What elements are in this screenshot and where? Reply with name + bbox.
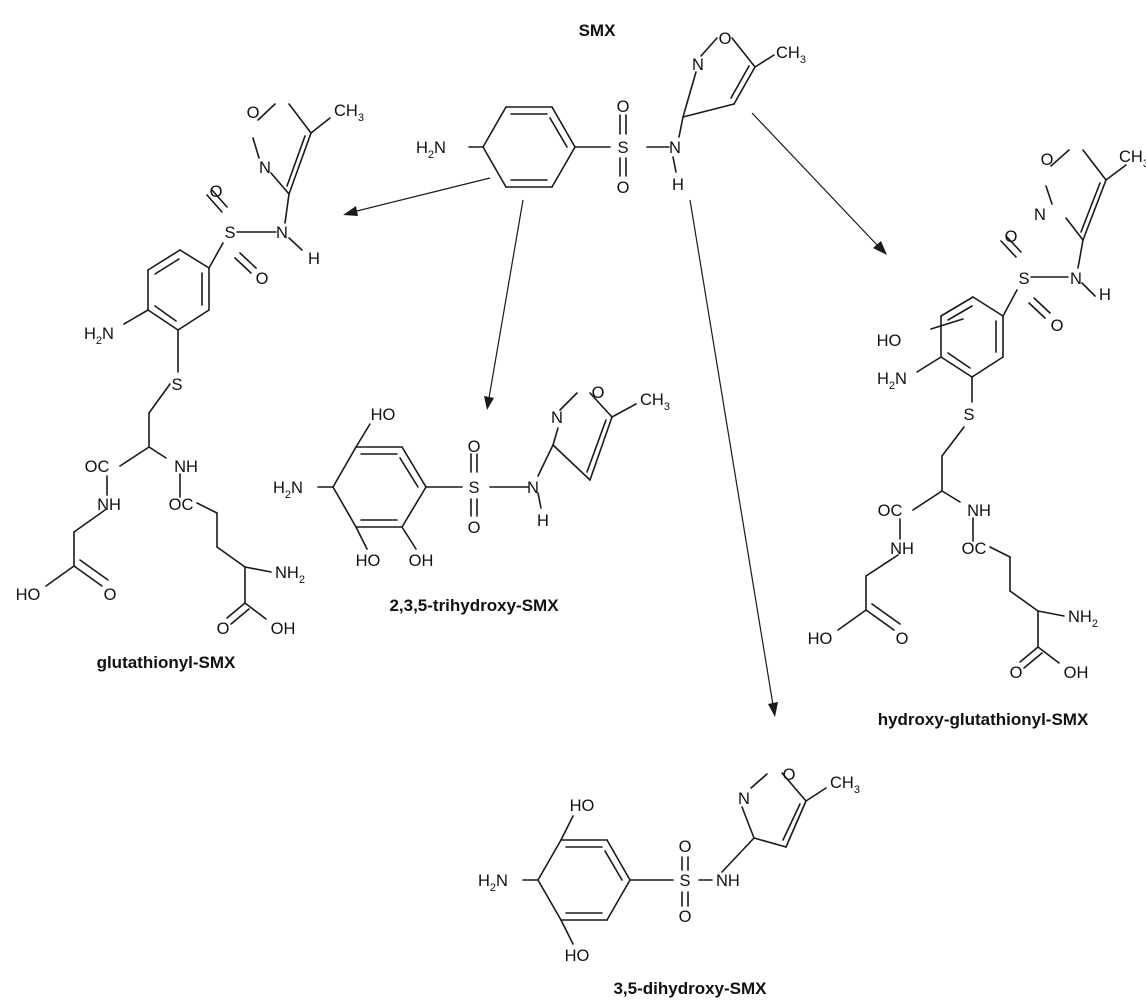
atom-o-bottom: O [617,179,630,197]
arrow-to-glutathionyl [343,177,491,216]
atom-oh: OH [1064,664,1089,682]
atom-n-amide: N [1070,270,1082,288]
atom-ho-bottom: HO [356,552,381,570]
atom-n: N [259,159,271,177]
atom-ch3: CH3 [1119,148,1146,170]
molecule-glutathionyl-smx: O N CH3 O S N H O H2N S OC NH NH OC HO O… [16,102,364,672]
atom-h2n: H2N [84,325,114,347]
atom-oc-glu: OC [169,496,194,514]
atom-ho-top: HO [371,406,396,424]
atom-o-top: O [468,438,481,456]
atom-n-amide: N [527,479,539,497]
title-trihydroxy-smx: 2,3,5-trihydroxy-SMX [389,596,559,615]
atom-o-top: O [1005,228,1018,246]
atom-o: O [592,384,605,402]
atom-h2n: H2N [877,370,907,392]
atom-o: O [719,30,732,48]
atom-nh2: NH2 [275,564,305,586]
atom-o-bottom: O [679,908,692,926]
atom-o-acid2: O [217,620,230,638]
atom-n: N [692,56,704,74]
atom-nh: NH [174,458,198,476]
atom-s: S [679,872,690,890]
atom-o-acid: O [104,586,117,604]
atom-oc: OC [878,502,903,520]
atom-h: H [308,250,320,268]
atom-oh: OH [271,620,296,638]
atom-h: H [1099,286,1111,304]
atom-s-thioether: S [963,406,974,424]
atom-ho-bottom: HO [565,947,590,965]
atom-oh-bottom: OH [409,552,434,570]
atom-n: N [551,409,563,427]
molecule-hydroxy-glutathionyl-smx: O N CH3 O S N H O HO H2N S OC NH NH OC H… [808,148,1146,729]
molecule-smx: SMX O N CH3 H2N S O O N [416,21,806,197]
atom-ch3: CH3 [830,774,860,796]
atom-o: O [783,766,796,784]
atom-ch3: CH3 [640,391,670,413]
atom-o-bottom: O [468,519,481,537]
atom-ch3: CH3 [334,102,364,124]
atom-s-thioether: S [171,376,182,394]
arrow-to-hydroxy-glutathionyl [751,112,887,255]
atom-o-top: O [617,98,630,116]
atom-o-bottom: O [256,270,269,288]
atom-h2n: H2N [478,872,508,894]
atom-nh-gly: NH [97,496,121,514]
atom-nh2: NH2 [1068,608,1098,630]
atom-h: H [672,176,684,194]
atom-h2n: H2N [416,139,446,161]
title-smx: SMX [579,21,617,40]
atom-n-amide: N [276,224,288,242]
molecule-trihydroxy-smx: O N CH3 HO H2N S O N O H HO OH 2,3,5-tri… [273,384,670,615]
atom-n: N [1034,206,1046,224]
atom-o-acid: O [896,630,909,648]
atom-s: S [1018,270,1029,288]
atom-ho-acid: HO [808,630,833,648]
atom-o-top: O [679,838,692,856]
atom-ch3: CH3 [776,44,806,66]
title-hydroxy-glutathionyl-smx: hydroxy-glutathionyl-SMX [878,710,1089,729]
atom-oc-glu: OC [962,540,987,558]
atom-ho: HO [16,586,41,604]
atom-h2n: H2N [273,479,303,501]
atom-n-amide: N [669,139,681,157]
atom-nh: NH [716,872,740,890]
atom-s: S [224,224,235,242]
atom-ho-top: HO [570,797,595,815]
title-glutathionyl-smx: glutathionyl-SMX [97,653,236,672]
atom-h: H [537,512,549,530]
atom-s: S [468,479,479,497]
arrow-to-dihydroxy [689,199,778,717]
reaction-arrows [343,112,887,717]
atom-nh-gly: NH [890,540,914,558]
arrow-to-trihydroxy [484,199,524,410]
molecule-dihydroxy-smx: O N CH3 HO O H2N S NH O HO 3,5-dihydroxy… [478,766,860,998]
atom-o-bottom: O [1051,317,1064,335]
atom-o: O [247,104,260,122]
atom-n: N [738,790,750,808]
atom-o: O [1041,151,1054,169]
atom-ho: HO [877,332,902,350]
atom-s: S [617,139,628,157]
atom-oc: OC [85,458,110,476]
atom-nh: NH [967,502,991,520]
title-dihydroxy-smx: 3,5-dihydroxy-SMX [613,979,767,998]
atom-o-acid2: O [1010,664,1023,682]
atom-o-top: O [210,183,223,201]
